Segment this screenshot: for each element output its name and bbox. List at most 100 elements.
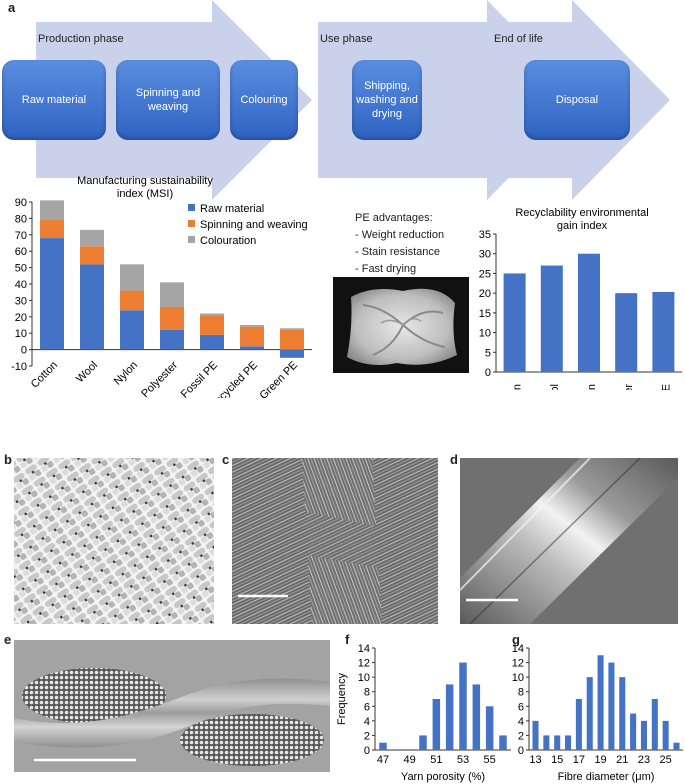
porosity-x-tick-label: 55: [484, 754, 496, 766]
msi-title-line1: Manufacturing sustainability: [77, 175, 213, 187]
msi-y-tick-label: 70: [15, 230, 27, 242]
rec-y-tick-label: 25: [479, 268, 491, 280]
rec-x-tick-label: Polyester: [623, 384, 635, 390]
porosity-y-tick-label: 10: [358, 672, 370, 684]
diameter-x-tick-label: 15: [551, 754, 563, 766]
diameter-x-tick-label: 23: [638, 754, 650, 766]
rec-bar-polyester: [615, 293, 638, 372]
end-of-life-label: End of life: [494, 33, 543, 45]
msi-bar-wool-0: [80, 264, 104, 350]
diameter-y-tick-label: 6: [518, 701, 524, 713]
msi-bar-fossil-pe-2: [200, 313, 224, 316]
msi-y-tick-label: 10: [15, 328, 27, 340]
msi-x-tick-label: Cotton: [29, 359, 60, 390]
msi-bar-wool-1: [80, 246, 104, 265]
msi-legend-swatch-0: [188, 204, 195, 211]
colouring-box: Colouring: [230, 60, 298, 140]
msi-bar-green-pe-0: [280, 349, 304, 358]
rec-x-tick-label: PE: [660, 384, 672, 390]
diameter-y-tick-label: 4: [518, 716, 524, 728]
rec-bar-nylon: [578, 253, 600, 372]
msi-legend-label-0: Raw material: [200, 203, 264, 215]
pe-fabric-photo: [333, 277, 469, 373]
diameter-bar-21: [619, 677, 626, 750]
msi-legend-swatch-1: [188, 220, 195, 227]
porosity-y-label: Frequency: [336, 673, 348, 725]
msi-x-tick-label: Green PE: [257, 359, 300, 398]
recyclability-title-line1: Recyclability environmental: [515, 207, 648, 219]
panel-label-g: g: [512, 632, 520, 647]
porosity-y-tick-label: 12: [358, 658, 370, 670]
msi-bar-polyester-0: [160, 329, 184, 350]
rec-y-tick-label: 35: [479, 229, 491, 241]
diameter-bar-26: [673, 742, 680, 750]
production-phase-label: Production phase: [38, 33, 124, 45]
porosity-x-tick-label: 53: [457, 754, 469, 766]
diameter-bar-14: [543, 735, 550, 750]
porosity-bar-54: [472, 684, 481, 750]
msi-y-tick-label: 0: [21, 345, 27, 357]
rec-x-tick-label: Wool: [549, 384, 561, 390]
msi-y-tick-label: 30: [15, 295, 27, 307]
msi-y-tick-label: -10: [11, 361, 27, 373]
msi-x-tick-label: Nylon: [112, 359, 140, 387]
diameter-bar-24: [651, 699, 658, 750]
msi-y-tick-label: 60: [15, 246, 27, 258]
diameter-bar-13: [532, 720, 539, 750]
porosity-x-tick-label: 47: [377, 754, 389, 766]
recyclability-title-line2: gain index: [557, 220, 608, 232]
msi-bar-polyester-2: [160, 282, 184, 307]
rec-y-tick-label: 20: [479, 288, 491, 300]
diameter-bar-15: [554, 735, 561, 750]
panel-label-f: f: [345, 632, 350, 647]
rec-y-tick-label: 0: [485, 367, 491, 379]
diameter-y-tick-label: 0: [518, 745, 524, 757]
shipping-box: Shipping, washing and drying: [352, 60, 422, 140]
spinning-weaving-box: Spinning and weaving: [116, 60, 220, 140]
pe-advantage-2: - Stain resistance: [355, 246, 440, 258]
msi-bar-green-pe-2: [280, 328, 304, 330]
porosity-bar-50: [419, 735, 427, 750]
msi-title-line2: index (MSI): [117, 188, 173, 200]
panel-label-e: e: [4, 632, 12, 647]
diameter-x-tick-label: 13: [529, 754, 541, 766]
porosity-x-tick-label: 51: [430, 754, 442, 766]
rec-y-tick-label: 10: [479, 328, 491, 340]
msi-bar-polyester-1: [160, 306, 184, 330]
diameter-x-tick-label: 19: [594, 754, 606, 766]
rec-y-tick-label: 30: [479, 249, 491, 261]
msi-x-tick-label: Wool: [74, 359, 100, 385]
porosity-bar-51: [432, 699, 441, 750]
pe-advantages-title: PE advantages:: [355, 212, 433, 224]
rec-bar-cotton: [503, 273, 526, 372]
panel-label-a: a: [8, 0, 16, 15]
msi-bar-cotton-1: [40, 220, 64, 239]
diameter-y-tick-label: 2: [518, 730, 524, 742]
pe-advantage-3: - Fast drying: [355, 263, 417, 275]
disposal-box: Disposal: [524, 60, 630, 140]
rec-bar-pe: [652, 291, 675, 372]
diameter-y-tick-label: 12: [512, 658, 524, 670]
rec-x-tick-label: Cotton: [512, 384, 524, 390]
porosity-bar-56: [499, 735, 507, 750]
msi-bar-fossil-pe-0: [200, 334, 224, 350]
panel-label-d: d: [450, 452, 458, 467]
diameter-bar-25: [662, 720, 669, 750]
panel-label-b: b: [4, 452, 12, 467]
porosity-y-tick-label: 4: [364, 716, 370, 728]
porosity-bar-52: [445, 684, 454, 750]
porosity-bar-53: [459, 662, 467, 750]
yarn-sem-image: [232, 458, 438, 624]
diameter-bar-16: [565, 735, 572, 750]
msi-bar-recycled-pe-1: [240, 326, 264, 347]
msi-bar-recycled-pe-0: [240, 346, 264, 350]
fibre-sem-image: [460, 458, 678, 624]
diameter-bar-17: [575, 699, 582, 750]
rec-y-tick-label: 15: [479, 308, 491, 320]
msi-bar-cotton-0: [40, 238, 64, 350]
